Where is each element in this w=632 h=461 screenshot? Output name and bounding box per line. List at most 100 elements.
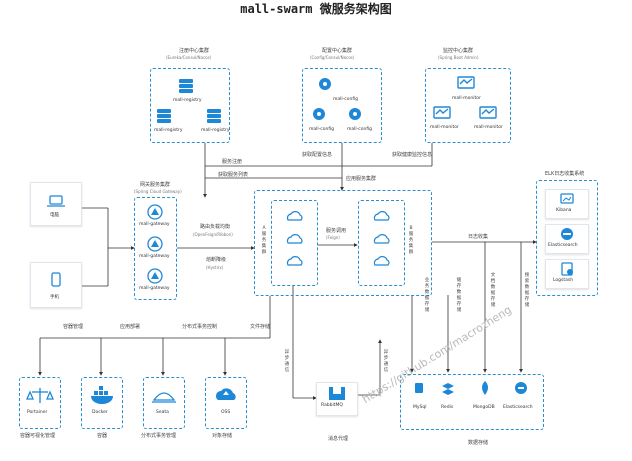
logstash-label: Logstash xyxy=(553,278,574,283)
registry-title: 注册中心集群 xyxy=(179,48,210,54)
gear-icon xyxy=(313,78,361,120)
config-cluster: mall-config mall-config mall-config xyxy=(302,68,382,143)
gateway-title: 网关服务集群 xyxy=(140,182,171,188)
oss-box: OSS xyxy=(205,377,247,429)
service-a-label: A服务集群 xyxy=(261,226,267,255)
edge-doc-data: 文档数据存储 xyxy=(490,273,496,308)
cloud-icon xyxy=(373,211,390,266)
edge-async-comm-2: 异步通信 xyxy=(383,350,389,373)
elasticsearch-label: Elasticsearch xyxy=(548,243,578,248)
seata-caption: 分布式事务管理 xyxy=(141,433,177,439)
gateway-cluster: mall-gateway mall-gateway mall-gateway xyxy=(134,197,177,300)
registry-node: mall-registry xyxy=(173,98,202,103)
edge-route-lb: 路由负载均衡 xyxy=(200,224,231,230)
config-node: mall-config xyxy=(347,127,373,132)
edge-biz-data: 业务数据存储 xyxy=(424,278,430,313)
elk-title: ELK日志收集系统 xyxy=(545,171,585,177)
config-node: mall-config xyxy=(309,127,335,132)
docker-caption: 容器 xyxy=(97,433,108,439)
edge-app-deploy: 应用部署 xyxy=(120,324,141,330)
pc-label: 电脑 xyxy=(50,213,59,218)
oss-label: OSS xyxy=(221,410,231,415)
storage-caption: 数据存储 xyxy=(468,440,489,446)
docker-icon xyxy=(91,386,113,404)
monitor-cluster: mall-monitor mall-monitor mall-monitor xyxy=(425,68,511,143)
phone-icon xyxy=(51,272,61,287)
pc-client: 电脑 xyxy=(30,182,82,226)
edge-app-service-cluster: 应用服务集群 xyxy=(346,176,377,182)
gateway-subtitle: (Spring Cloud Gateway) xyxy=(134,189,182,194)
page-title: mall-swarm 微服务架构图 xyxy=(240,2,392,16)
kibana-node: Kibana xyxy=(545,189,589,219)
edge-search-data: 搜索数据存储 xyxy=(524,273,530,308)
edge-service-register: 服务注册 xyxy=(222,159,243,165)
registry-node: mall-registry xyxy=(154,128,183,133)
docker-box: Docker xyxy=(81,377,123,429)
monitor-title: 监控中心集群 xyxy=(443,48,474,54)
oss-caption: 对象存储 xyxy=(212,433,233,439)
server-icon xyxy=(157,79,221,123)
portainer-box: Portainer xyxy=(19,377,61,429)
edge-async-comm-1: 异步通信 xyxy=(284,350,290,373)
portainer-caption: 容器可视化管理 xyxy=(20,433,56,439)
edge-service-call-sub: (Feign) xyxy=(326,235,340,240)
logstash-icon xyxy=(561,262,573,276)
registry-cluster: mall-registry mall-registry mall-registr… xyxy=(150,68,230,143)
registry-subtitle: (Eureka/Consul/Nacos) xyxy=(166,55,212,60)
mongodb-label: MongoDB xyxy=(473,405,495,410)
gateway-icon xyxy=(147,204,163,284)
edge-cache-data: 缓存数据存储 xyxy=(456,278,462,313)
cloud-upload-icon xyxy=(216,388,236,400)
cloud-icon xyxy=(286,211,303,266)
seata-icon xyxy=(152,392,176,403)
edge-circuit-sub: (Hystrix) xyxy=(206,265,224,270)
elk-cluster: Kibana Elasticsearch Logstash xyxy=(536,180,598,296)
rabbitmq-caption: 消息代理 xyxy=(328,436,349,442)
monitor-icon xyxy=(433,76,497,119)
edge-log-collect: 日志收集 xyxy=(468,234,489,240)
service-a-cluster xyxy=(271,200,318,286)
service-b-cluster xyxy=(358,200,405,286)
portainer-icon xyxy=(26,388,54,403)
edge-get-config: 获取配置信息 xyxy=(302,152,333,158)
edge-route-lb-sub: (OpenFeign/Ribbon) xyxy=(193,232,233,237)
elasticsearch-icon xyxy=(561,228,573,240)
seata-box: Seata xyxy=(143,377,185,429)
database-icons xyxy=(415,381,527,395)
edge-dist-tx: 分布式事务控制 xyxy=(182,324,218,330)
docker-label: Docker xyxy=(92,410,108,415)
edge-get-service-list: 获取服务列表 xyxy=(218,172,249,178)
gateway-node: mall-gateway xyxy=(139,286,170,291)
monitor-subtitle: (Spring Boot Admin) xyxy=(438,55,479,60)
mobile-label: 手机 xyxy=(50,295,59,300)
config-subtitle: (Config/Consul/Nacos) xyxy=(310,55,355,60)
app-service-cluster: A服务集群 B服务集群 xyxy=(254,190,432,296)
edge-circuit: 熔断降级 xyxy=(206,257,227,263)
elasticsearch-node: Elasticsearch xyxy=(545,224,589,254)
rabbitmq-label: RabbitMQ xyxy=(321,403,343,408)
service-b-label: B服务集群 xyxy=(408,226,414,255)
portainer-label: Portainer xyxy=(27,410,48,415)
config-title: 配置中心集群 xyxy=(322,48,353,54)
redis-label: Redis xyxy=(441,405,454,410)
mysql-label: MySql xyxy=(413,405,427,410)
gateway-node: mall-gateway xyxy=(139,222,170,227)
kibana-label: Kibana xyxy=(556,208,572,213)
registry-node: mall-registry xyxy=(201,128,230,133)
kibana-icon xyxy=(560,193,574,204)
logstash-node: Logstash xyxy=(545,259,589,289)
elasticsearch-storage-label: Elasticsearch xyxy=(503,405,533,410)
rabbitmq-node: RabbitMQ xyxy=(316,382,358,416)
config-node: mall-config xyxy=(333,97,359,102)
monitor-node: mall-monitor xyxy=(452,96,481,101)
mobile-client: 手机 xyxy=(30,262,82,308)
seata-label: Seata xyxy=(156,410,169,415)
gateway-node: mall-gateway xyxy=(139,254,170,259)
monitor-node: mall-monitor xyxy=(430,125,459,130)
monitor-node: mall-monitor xyxy=(474,125,503,130)
edge-container-mgmt: 容器管理 xyxy=(63,324,84,330)
storage-cluster: MySql Redis MongoDB Elasticsearch xyxy=(400,374,544,430)
rabbitmq-icon xyxy=(329,387,345,400)
edge-service-call: 服务调用 xyxy=(326,228,347,234)
